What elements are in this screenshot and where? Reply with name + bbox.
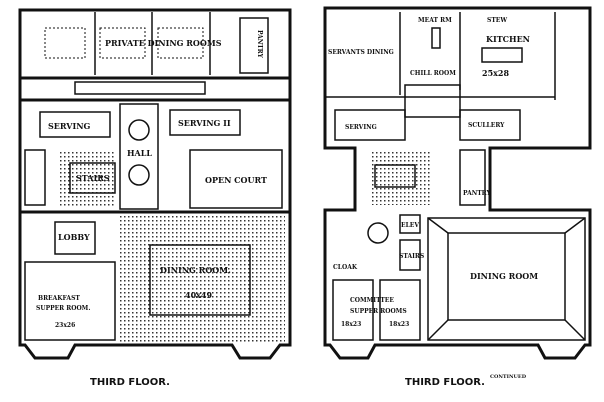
room-label-kitchen: KITCHEN [486,34,530,44]
room-label-meat-rm: MEAT RM [418,17,452,24]
room-size-committee-a: 18x23 [341,321,361,328]
caption-continued: CONTINUED [490,374,527,380]
room-label-serving: SERVING [48,121,91,131]
room-label-lobby: LOBBY [58,232,90,242]
room-label-supper-rooms: SUPPER ROOMS [350,308,407,315]
room-label-open-court: OPEN COURT [205,175,267,185]
room-label-dining-room-right: DINING ROOM [470,271,538,281]
room-label-stairs: STAIRS [76,173,110,183]
room-label-private-dining: PRIVATE DINING ROOMS [105,38,222,48]
room-label-chill-room: CHILL ROOM [410,70,456,77]
room-label-pantry: PANTRY [256,30,263,58]
room-label-dining-room: DINING ROOM. [160,265,231,275]
right-floor-plan [323,6,592,360]
caption-right: THIRD FLOOR. [405,377,485,388]
room-label-scullery: SCULLERY [468,122,505,129]
room-label-serving-right: SERVING [345,124,377,131]
room-label-breakfast: BREAKFAST [38,295,80,302]
caption-left: THIRD FLOOR. [90,377,170,388]
room-size-breakfast: 23x26 [55,322,75,329]
room-size-dining: 40x49 [185,290,212,300]
room-size-kitchen: 25x28 [482,68,509,78]
room-label-cloak: CLOAK [333,264,358,271]
left-floor-plan [18,8,292,360]
room-label-supper: SUPPER ROOM. [36,305,90,312]
room-label-elev: ELEV [401,222,419,229]
room-label-stairs-right: STAIRS [399,253,424,260]
room-label-servants-dining: SERVANTS DINING [328,49,394,56]
room-label-committee: COMMITTEE [350,297,394,304]
room-label-serving-2: SERVING II [178,118,231,128]
room-size-committee-b: 18x23 [389,321,409,328]
room-label-hall: HALL [127,148,152,158]
room-label-pantry-right: PANTRY [463,190,491,197]
room-label-stew: STEW [487,17,507,24]
